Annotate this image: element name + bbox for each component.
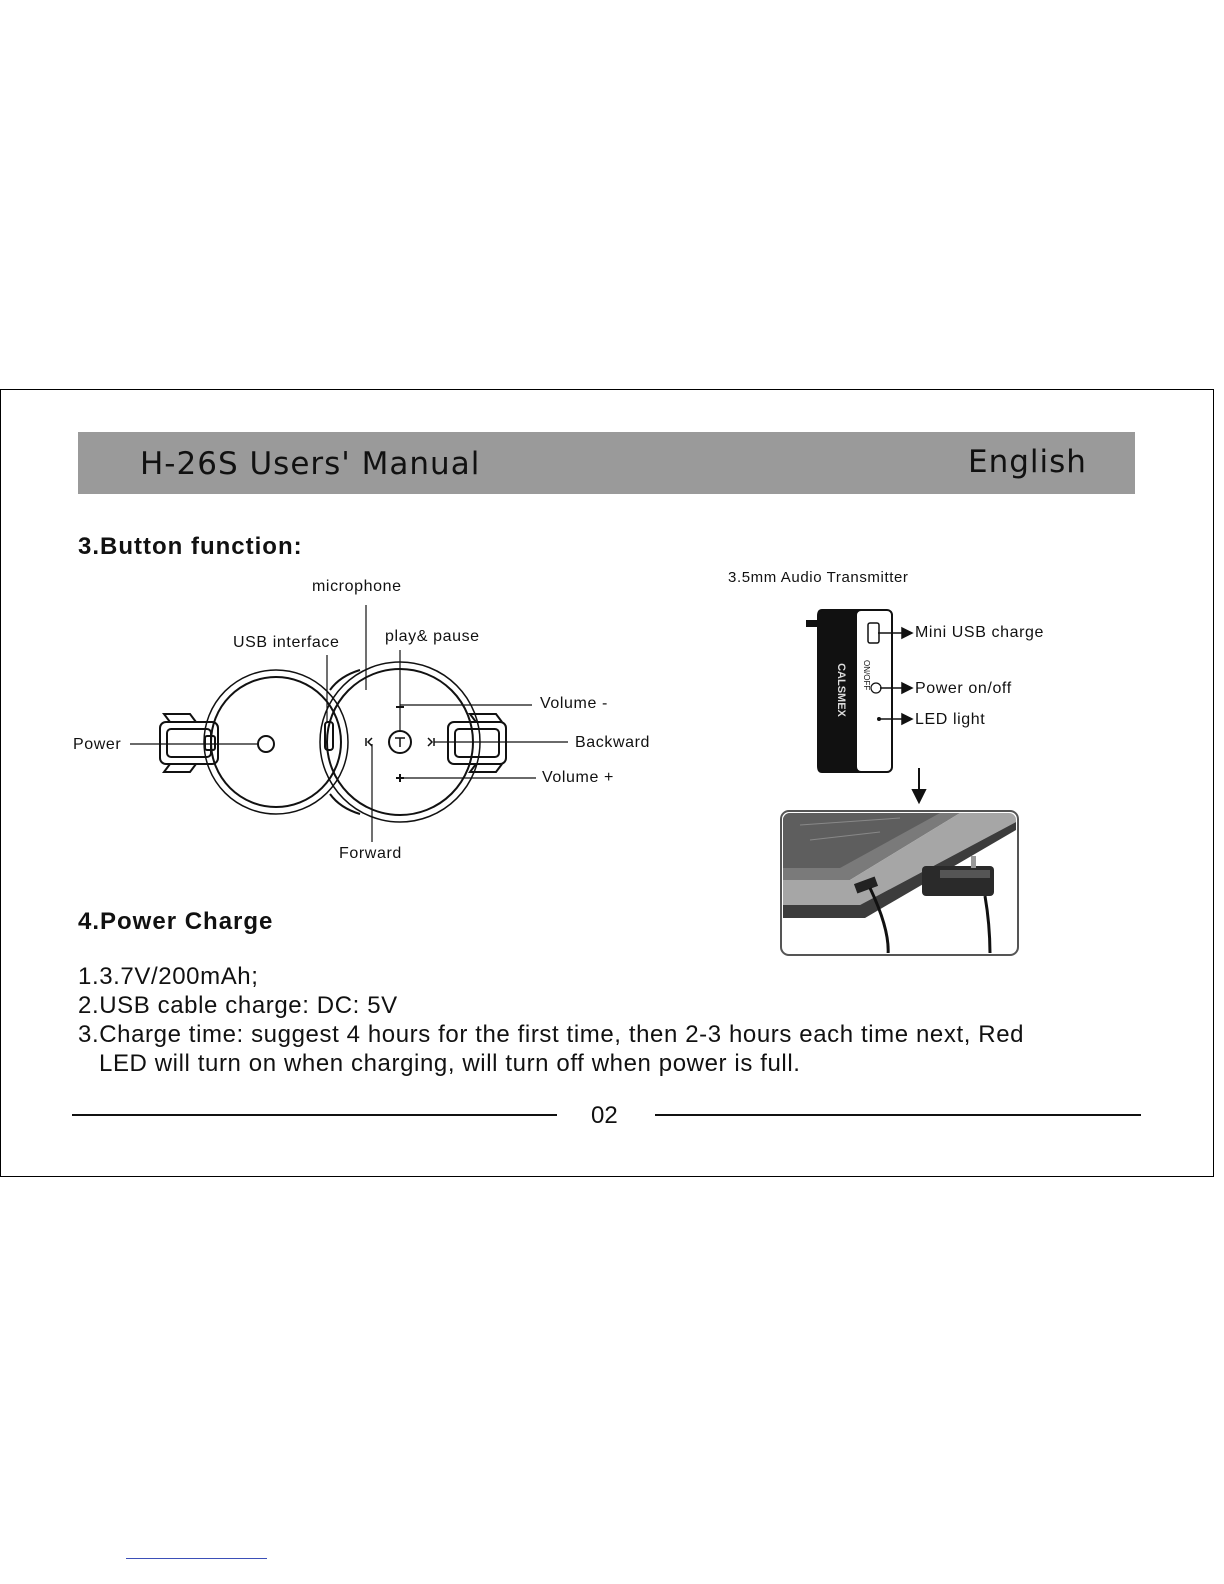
label-usb-interface: USB interface [233,634,340,651]
label-volume-minus: Volume - [540,695,608,712]
label-microphone: microphone [312,578,402,595]
label-play-pause: play& pause [385,628,480,645]
usb-port [324,721,334,751]
left-ear-cup-outer [210,676,342,808]
device-brand-text: CALSMEX [835,663,847,717]
footer-rule-right [655,1114,1141,1116]
label-mini-usb-charge: Mini USB charge [915,624,1045,641]
laptop-connection-photo [780,810,1019,956]
label-power: Power [73,736,122,753]
header-bar [78,432,1135,494]
arrow-down-icon [911,768,927,805]
power-button[interactable] [257,735,275,753]
label-power-onoff: Power on/off [915,680,1012,697]
label-transmitter-title: 3.5mm Audio Transmitter [728,569,909,586]
audio-transmitter-device: CALSMEX ON/OFF [806,609,893,773]
language-label: English [968,444,1087,480]
device-switch-text: ON/OFF [862,660,871,690]
link-underline [126,1558,267,1559]
power-charge-list: 1.3.7V/200mAh; 2.USB cable charge: DC: 5… [78,962,1024,1078]
page-frame [0,389,1214,1177]
section-button-function-heading: 3.Button function: [78,533,303,560]
list-item: 3.Charge time: suggest 4 hours for the f… [78,1021,1025,1048]
headband-left-hinge [159,713,219,773]
footer-rule-left [72,1114,557,1116]
label-backward: Backward [575,734,651,751]
list-item: LED will turn on when charging, will tur… [99,1050,801,1077]
label-volume-plus: Volume + [542,769,614,786]
label-forward: Forward [339,845,402,862]
manual-title: H-26S Users' Manual [140,446,481,482]
list-item: 1.3.7V/200mAh; [78,963,259,990]
section-power-charge-heading: 4.Power Charge [78,908,274,935]
label-led-light: LED light [915,711,986,728]
page-number: 02 [591,1102,618,1129]
list-item: 2.USB cable charge: DC: 5V [78,992,398,1019]
